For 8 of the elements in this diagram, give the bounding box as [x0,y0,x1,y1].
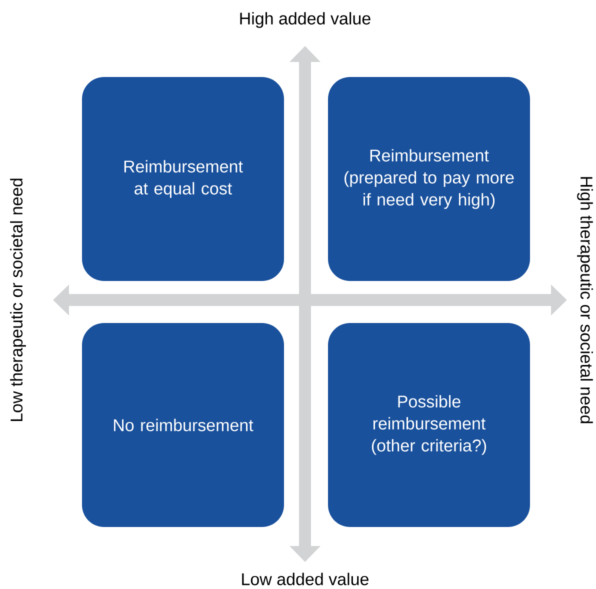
quadrant-box: Reimbursement (prepared to pay more if need very high) [328,77,530,281]
axis-label: High therapeutic or societal need [577,177,593,424]
quadrant-box: Possible reimbursement (other criteria?) [328,323,530,527]
axis-label: Low therapeutic or societal need [10,178,26,421]
axis-label: High added value [240,12,370,28]
quadrant-box: No reimbursement [82,323,284,527]
quadrant-box: Reimbursement at equal cost [82,77,284,281]
axis-label: Low added value [242,572,368,586]
